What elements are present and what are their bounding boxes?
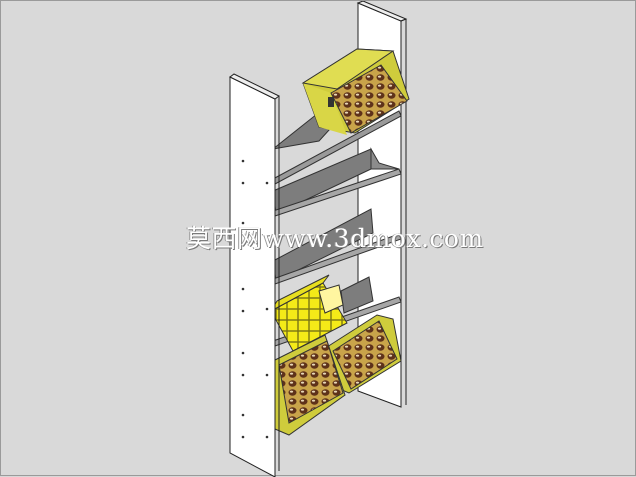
left-side-panel: [229, 73, 280, 477]
crate-yellow-grid: [269, 274, 348, 352]
crate-top: [301, 48, 410, 135]
crate-lower-left: [272, 334, 346, 436]
watermark-text: 莫西网www.3dmox.com: [186, 224, 484, 253]
crate-lower-right: [326, 314, 402, 394]
